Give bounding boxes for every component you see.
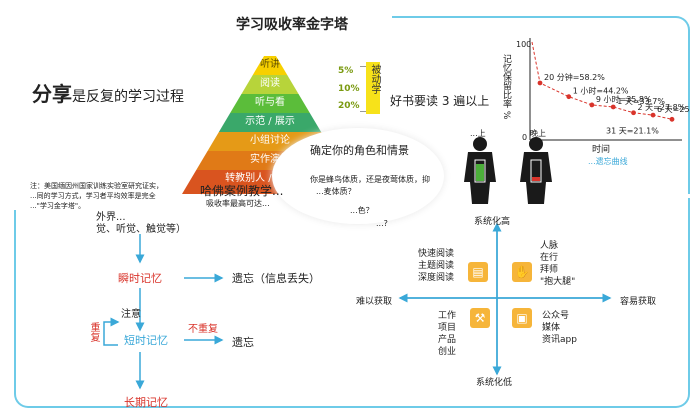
method-zaihang: 在行 [540,253,559,263]
curve-point-label: 20 分钟=58.2% [544,72,605,82]
pct-listen: 5% [338,66,354,76]
role-q1: 你是蜂鸟体质，还是夜莺体质，抑 [310,175,430,184]
quadrant-right-label: 容易获取 [620,297,657,307]
hammer-icon: ⚒ [470,308,490,328]
quadrant-bottom-label: 系统化低 [476,378,513,388]
frame-top-right [392,16,690,194]
senses-line-2: 觉、听觉、触觉等） [96,224,186,235]
frame-bottom-right [312,198,690,408]
pyramid-title: 学习吸收率金字塔 [236,17,348,33]
short-term-memory: 短时记忆 [124,334,168,347]
quadrant-top-left-list: 快速阅读 主题阅读 深度阅读 [418,248,454,284]
quadrant-axes [398,222,612,376]
note-line-1: 注：美国缅因州国家训练实验室研究证实， [30,182,163,190]
curve-point-label: 1 小时=44.2% [573,86,629,96]
pct-read: 10% [338,84,360,94]
repeat-label: 重复 [88,322,99,342]
method-media: 媒体 [542,323,561,333]
curve-point [537,80,543,86]
curve-point-label: 2 天=27.8% [638,103,686,112]
method-news-app: 资讯app [542,335,577,345]
method-startup: 创业 [438,347,457,357]
book-icon: ▤ [468,262,488,282]
harvard-title: 哈佛案例教学... [200,184,284,198]
curve-yzero: 0 [522,133,528,142]
reread-tip: 好书要读 3 遍以上 [390,94,490,108]
sharing-heading: 分享是反复的学习过程 [32,78,184,107]
attention-label: 注意 [121,309,141,320]
sharing-big-text: 分享 [32,82,72,106]
no-repeat-label: 不重复 [188,324,218,335]
curve-point-label: 9 小时=35.8% [596,94,652,104]
handshake-icon: ✋ [512,262,532,282]
frame-bottom-left [14,210,316,408]
curve-caption: ...遗忘曲线 [588,157,628,166]
forget-label: 遗忘 [232,336,254,349]
method-network: 人脉 [540,241,559,251]
curve-point [566,94,572,100]
role-q2: ...麦体质？ [316,187,356,196]
forgetting-curve-chart: 20 分钟=58.2% 1 小时=44.2%9 小时=35.8%1 天=33.7%… [529,38,690,141]
curve-point-label: 31 天=21.1% [606,126,659,135]
energy-bodies [464,137,552,204]
method-work: 工作 [438,311,457,321]
instant-memory: 瞬时记忆 [118,272,162,285]
method-fast-reading: 快速阅读 [418,249,455,259]
curve-point [669,116,675,122]
memory-flow-arrows [103,234,224,390]
note-line-3: ..."学习金字塔"。 [30,202,86,210]
quadrant-bottom-right-list: 公众号 媒体 资讯app [542,310,577,346]
curve-point-label: 1 天=33.7% [617,97,665,106]
method-topic-reading: 主题阅读 [418,261,455,271]
curve-point [589,102,595,108]
curve-point [610,104,616,110]
sharing-rest-text: 是反复的学习过程 [72,89,184,105]
harvard-sub: 吸收率最高可达... [206,199,270,208]
long-term-memory: 长期记忆 [124,396,168,409]
method-mentor: 拜师 [540,265,559,275]
pct-audiovisual: 20% [338,101,360,111]
forget-info-lost: 遗忘（信息丢失） [232,272,320,285]
passive-learning-label: 被动学 [369,64,380,94]
body-right-tag: 晚上 [530,129,546,138]
role-q3: ...色？ [350,206,374,215]
curve-x-label: 时间 [592,145,611,155]
curve-ymax: 100 [516,40,532,49]
role-q4: ...? [376,219,388,228]
method-official-account: 公众号 [542,311,570,321]
method-product: 产品 [438,335,457,345]
method-project: 项目 [438,323,457,333]
quadrant-top-right-list: 人脉 在行 拜师 "抱大腿" [540,240,575,288]
curve-line [531,41,673,120]
body-left-tag: ...上 [470,129,486,138]
curve-y-label: 记忆保留比率 % [501,54,511,120]
screen-icon: ▣ [512,308,532,328]
curve-point [650,112,656,118]
method-big-leg: "抱大腿" [540,277,576,287]
method-deep-reading: 深度阅读 [418,273,455,283]
senses-line-1: 外界... [96,212,126,223]
quadrant-top-label: 系统化高 [474,217,511,227]
passive-label-box [366,62,380,114]
note-line-2: ...同的学习方式，学习者平均效率是完全 [30,192,156,200]
curve-point [631,110,636,116]
role-cloud [272,128,444,224]
role-title: 确定你的角色和情景 [310,144,409,157]
quadrant-bottom-left-list: 工作 项目 产品 创业 [438,310,456,358]
curve-point-label: 6 天=25.4% [657,105,690,114]
quadrant-left-label: 难以获取 [356,297,393,307]
